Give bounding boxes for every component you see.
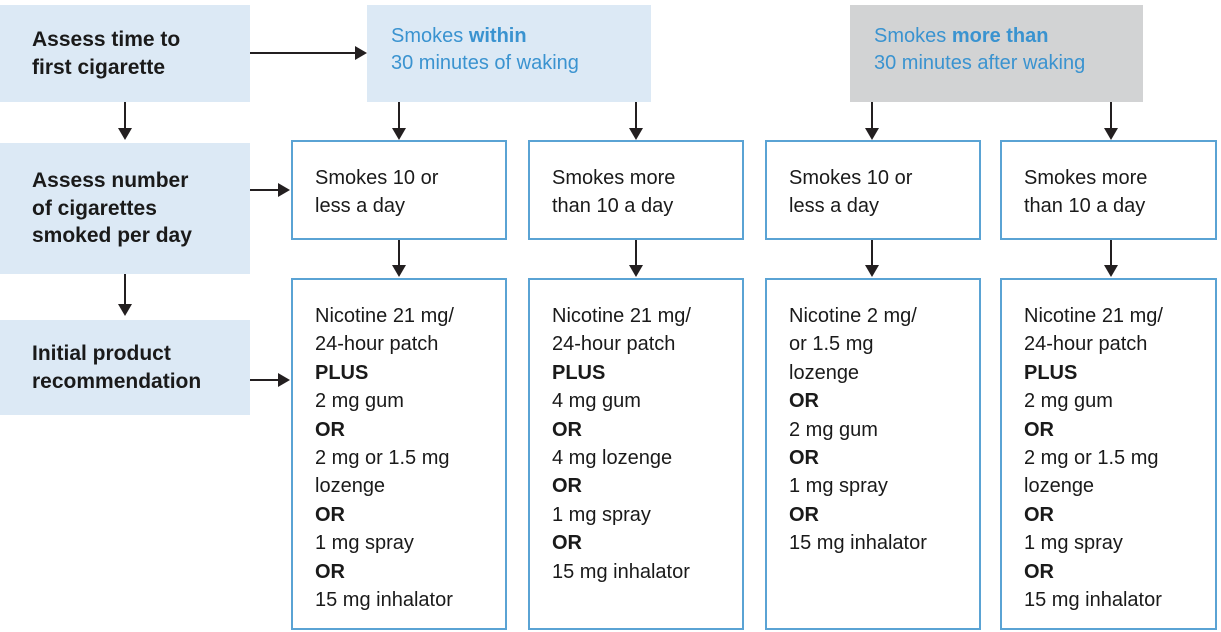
column-2-recommendation-box-line-7: OR [552,532,582,555]
column-1-recommendation-box-line-6: 1 mg spray [315,532,414,555]
column-4-recommendation-box-line-4: 2 mg or 1.5 mg lozenge [1024,446,1159,498]
arrow-stage2-to-stage3-icon [118,304,132,316]
arrow-header1-to-col1-icon [392,128,406,140]
column-2-recommendation-box-line-1: PLUS [552,361,606,384]
column-2-recommendation-box-line-4: 4 mg lozenge [552,446,673,469]
column-3-recommendation-box-line-1: OR [789,390,819,413]
connector-stage1-to-header1 [250,52,356,54]
column-1-recommendation-box-line-0: Nicotine 21 mg/ 24-hour patch [315,305,454,356]
column-1-recommendation-box-line-5: OR [315,503,345,526]
arrow-stage3-to-row3-icon [278,373,290,387]
column-3-recommendation-box-line-5: OR [789,503,819,526]
stage-initial-product: Initial product recommendation [0,320,250,415]
connector-stage3-to-row3 [250,379,280,381]
column-1-quantity-text: Smokes 10 or less a day [315,167,439,218]
column-2-recommendation-box-line-2: 4 mg gum [552,390,641,413]
column-1-recommendation-box-line-7: OR [315,560,345,583]
header-smokes-within-text: Smokes within 30 minutes of waking [391,23,579,77]
column-3-recommendation-box-line-0: Nicotine 2 mg/ or 1.5 mg lozenge [789,305,917,384]
column-4-recommendation-box-line-8: 15 mg inhalator [1024,588,1162,611]
column-4-recommendation-box-line-3: OR [1024,418,1054,441]
column-4-recommendation-box-line-1: PLUS [1024,361,1078,384]
arrow-col4-row2-to-row3-icon [1104,265,1118,277]
connector-header1-to-col1 [398,102,400,129]
connector-col2-row2-to-row3 [635,240,637,266]
stage-assess-time: Assess time to first cigarette [0,5,250,102]
stage-initial-product-label: Initial product recommendation [32,341,202,393]
column-4-quantity-text: Smokes more than 10 a day [1024,167,1148,218]
column-1-recommendation-box-line-3: OR [315,418,345,441]
arrow-header2-to-col3-icon [865,128,879,140]
arrow-col2-row2-to-row3-icon [629,265,643,277]
column-1-quantity-box: Smokes 10 or less a day [291,140,507,240]
column-2-recommendation-box-line-5: OR [552,475,582,498]
column-4-recommendation-box-line-6: 1 mg spray [1024,532,1123,555]
header-smokes-more-than: Smokes more than 30 minutes after waking [850,5,1143,102]
column-1-recommendation-box-line-2: 2 mg gum [315,390,404,413]
header1-line2: 30 minutes of waking [391,52,579,74]
header-smokes-within: Smokes within 30 minutes of waking [367,5,651,102]
stage-assess-number: Assess number of cigarettes smoked per d… [0,143,250,274]
column-3-recommendation-box-line-4: 1 mg spray [789,475,888,498]
arrow-stage2-to-row2-icon [278,183,290,197]
column-2-recommendation-box-line-3: OR [552,418,582,441]
stage-assess-time-label: Assess time to first cigarette [32,27,181,79]
connector-header1-to-col2 [635,102,637,129]
column-3-recommendation-box-line-6: 15 mg inhalator [789,532,927,555]
column-3-recommendation-box-line-2: 2 mg gum [789,418,878,441]
column-2-recommendation-box-line-8: 15 mg inhalator [552,560,690,583]
connector-col4-row2-to-row3 [1110,240,1112,266]
column-4-quantity-box: Smokes more than 10 a day [1000,140,1217,240]
arrow-header2-to-col4-icon [1104,128,1118,140]
column-3-quantity-box: Smokes 10 or less a day [765,140,981,240]
column-4-recommendation-box-line-2: 2 mg gum [1024,390,1113,413]
arrow-header1-to-col2-icon [629,128,643,140]
column-4-recommendation-box-line-0: Nicotine 21 mg/ 24-hour patch [1024,305,1163,356]
arrow-col1-row2-to-row3-icon [392,265,406,277]
header2-line1-bold: more than [951,25,1049,47]
column-2-recommendation-box-line-6: 1 mg spray [552,503,651,526]
header2-line1-regular: Smokes [874,25,952,47]
column-3-recommendation-box-line-3: OR [789,446,819,469]
column-2-quantity-text: Smokes more than 10 a day [552,167,676,218]
arrow-col3-row2-to-row3-icon [865,265,879,277]
stage-assess-number-label: Assess number of cigarettes smoked per d… [32,168,192,248]
column-2-recommendation-box-line-0: Nicotine 21 mg/ 24-hour patch [552,305,691,356]
column-3-quantity-text: Smokes 10 or less a day [789,167,913,218]
column-4-recommendation-box-line-7: OR [1024,560,1054,583]
connector-stage2-to-stage3 [124,274,126,305]
header1-line1-bold: within [468,25,527,47]
connector-col1-row2-to-row3 [398,240,400,266]
header-smokes-more-than-text: Smokes more than 30 minutes after waking [874,23,1085,77]
header2-line2: 30 minutes after waking [874,52,1086,74]
column-1-recommendation-box-line-8: 15 mg inhalator [315,588,453,611]
connector-header2-to-col4 [1110,102,1112,129]
arrow-stage1-to-header1-icon [355,46,367,60]
column-4-recommendation-box-line-5: OR [1024,503,1054,526]
header1-line1-regular: Smokes [391,25,469,47]
column-1-recommendation-box-line-4: 2 mg or 1.5 mg lozenge [315,446,450,498]
arrow-stage1-to-stage2-icon [118,128,132,140]
connector-stage2-to-row2 [250,189,280,191]
connector-stage1-to-stage2 [124,102,126,129]
column-2-quantity-box: Smokes more than 10 a day [528,140,744,240]
connector-header2-to-col3 [871,102,873,129]
column-1-recommendation-box-line-1: PLUS [315,361,369,384]
connector-col3-row2-to-row3 [871,240,873,266]
